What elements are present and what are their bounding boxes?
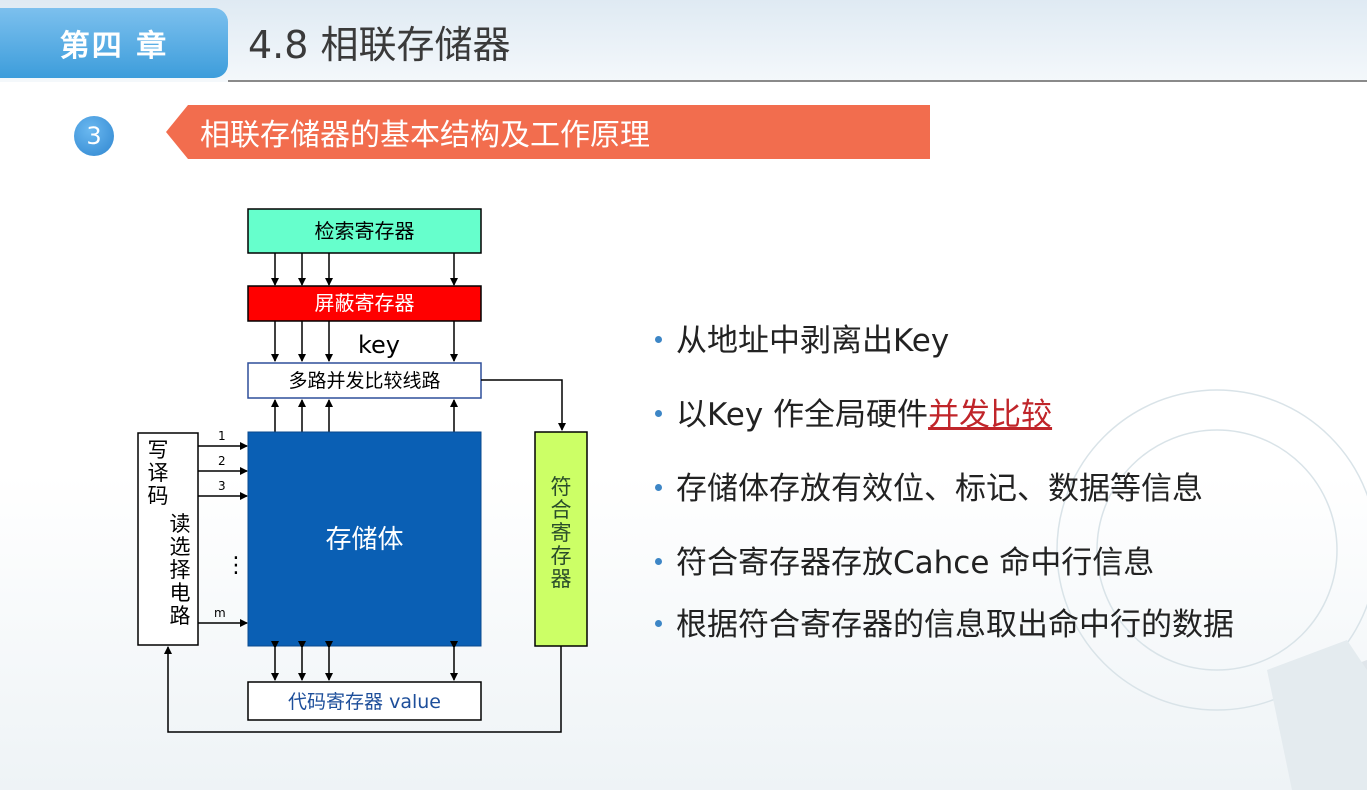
svg-text:写: 写 xyxy=(148,438,169,462)
title-divider xyxy=(228,80,1367,82)
comparator-label: 多路并发比较线路 xyxy=(288,370,440,392)
row-label-m: m xyxy=(214,606,226,620)
key-label: key xyxy=(358,331,400,359)
row-label-1: 1 xyxy=(218,429,226,443)
bullet-dot xyxy=(655,336,662,343)
decoder-row-arrows xyxy=(198,442,248,627)
bullet-item-4: 符合寄存器存放Cahce 命中行信息 xyxy=(655,537,1154,582)
svg-text:路: 路 xyxy=(170,604,191,628)
bullet-dot xyxy=(655,484,662,491)
storage-label: 存储体 xyxy=(325,525,403,555)
svg-text:合: 合 xyxy=(551,498,572,522)
decoder-box xyxy=(137,432,199,646)
row-label-2: 2 xyxy=(218,454,226,468)
comparator-to-match-arrow xyxy=(481,379,566,431)
section-number-badge: 3 xyxy=(74,116,114,156)
mask-register-label: 屏蔽寄存器 xyxy=(315,291,415,315)
row-label-3: 3 xyxy=(218,479,226,493)
bullet-dot xyxy=(655,410,662,417)
storage-to-comparator-arrows xyxy=(271,399,458,432)
bullet-item-5: 根据符合寄存器的信息取出命中行的数据 xyxy=(655,599,1234,644)
section-title-banner: 相联存储器的基本结构及工作原理 xyxy=(166,105,930,159)
mask-to-comparator-arrows xyxy=(271,321,458,362)
bullet-dot xyxy=(655,620,662,627)
svg-text:电: 电 xyxy=(170,581,191,605)
svg-text:存: 存 xyxy=(551,544,572,568)
search-register-box xyxy=(247,208,482,254)
highlighted-link-text[interactable]: 并发比较 xyxy=(928,397,1053,433)
match-to-decoder-feedback-arrow xyxy=(164,646,562,733)
bullet-item-3: 存储体存放有效位、标记、数据等信息 xyxy=(655,463,1203,508)
comparator-box xyxy=(247,362,482,399)
svg-text:读: 读 xyxy=(170,512,191,536)
bullet-item-2: 以Key 作全局硬件并发比较 xyxy=(655,389,1052,434)
search-to-mask-arrows xyxy=(271,253,458,286)
svg-text:码: 码 xyxy=(148,484,169,508)
svg-text:符: 符 xyxy=(551,475,572,499)
page-title: 4.8 相联存储器 xyxy=(248,23,511,67)
decoder-label: 写 译 码 读 选 择 电 路 xyxy=(148,438,191,628)
code-register-box xyxy=(247,681,482,721)
svg-text:选: 选 xyxy=(170,535,191,559)
bullet-dot xyxy=(655,558,662,565)
storage-code-register-arrows xyxy=(271,641,458,681)
row-ellipsis: ⋮ xyxy=(225,553,247,578)
svg-text:择: 择 xyxy=(170,558,191,582)
match-register-label: 符 合 寄 存 器 xyxy=(551,475,572,591)
row-number-labels: 1 2 3 m xyxy=(214,429,226,620)
svg-text:寄: 寄 xyxy=(551,521,572,545)
code-register-label: 代码寄存器 value xyxy=(288,691,441,713)
mask-register-box xyxy=(247,285,482,322)
match-register-box xyxy=(534,431,588,647)
svg-text:译: 译 xyxy=(148,461,169,485)
search-register-label: 检索寄存器 xyxy=(315,219,415,243)
svg-text:器: 器 xyxy=(551,567,572,591)
storage-box xyxy=(247,431,482,647)
chapter-tab: 第四 章 xyxy=(0,8,228,78)
bullet-item-1: 从地址中剥离出Key xyxy=(655,315,949,360)
